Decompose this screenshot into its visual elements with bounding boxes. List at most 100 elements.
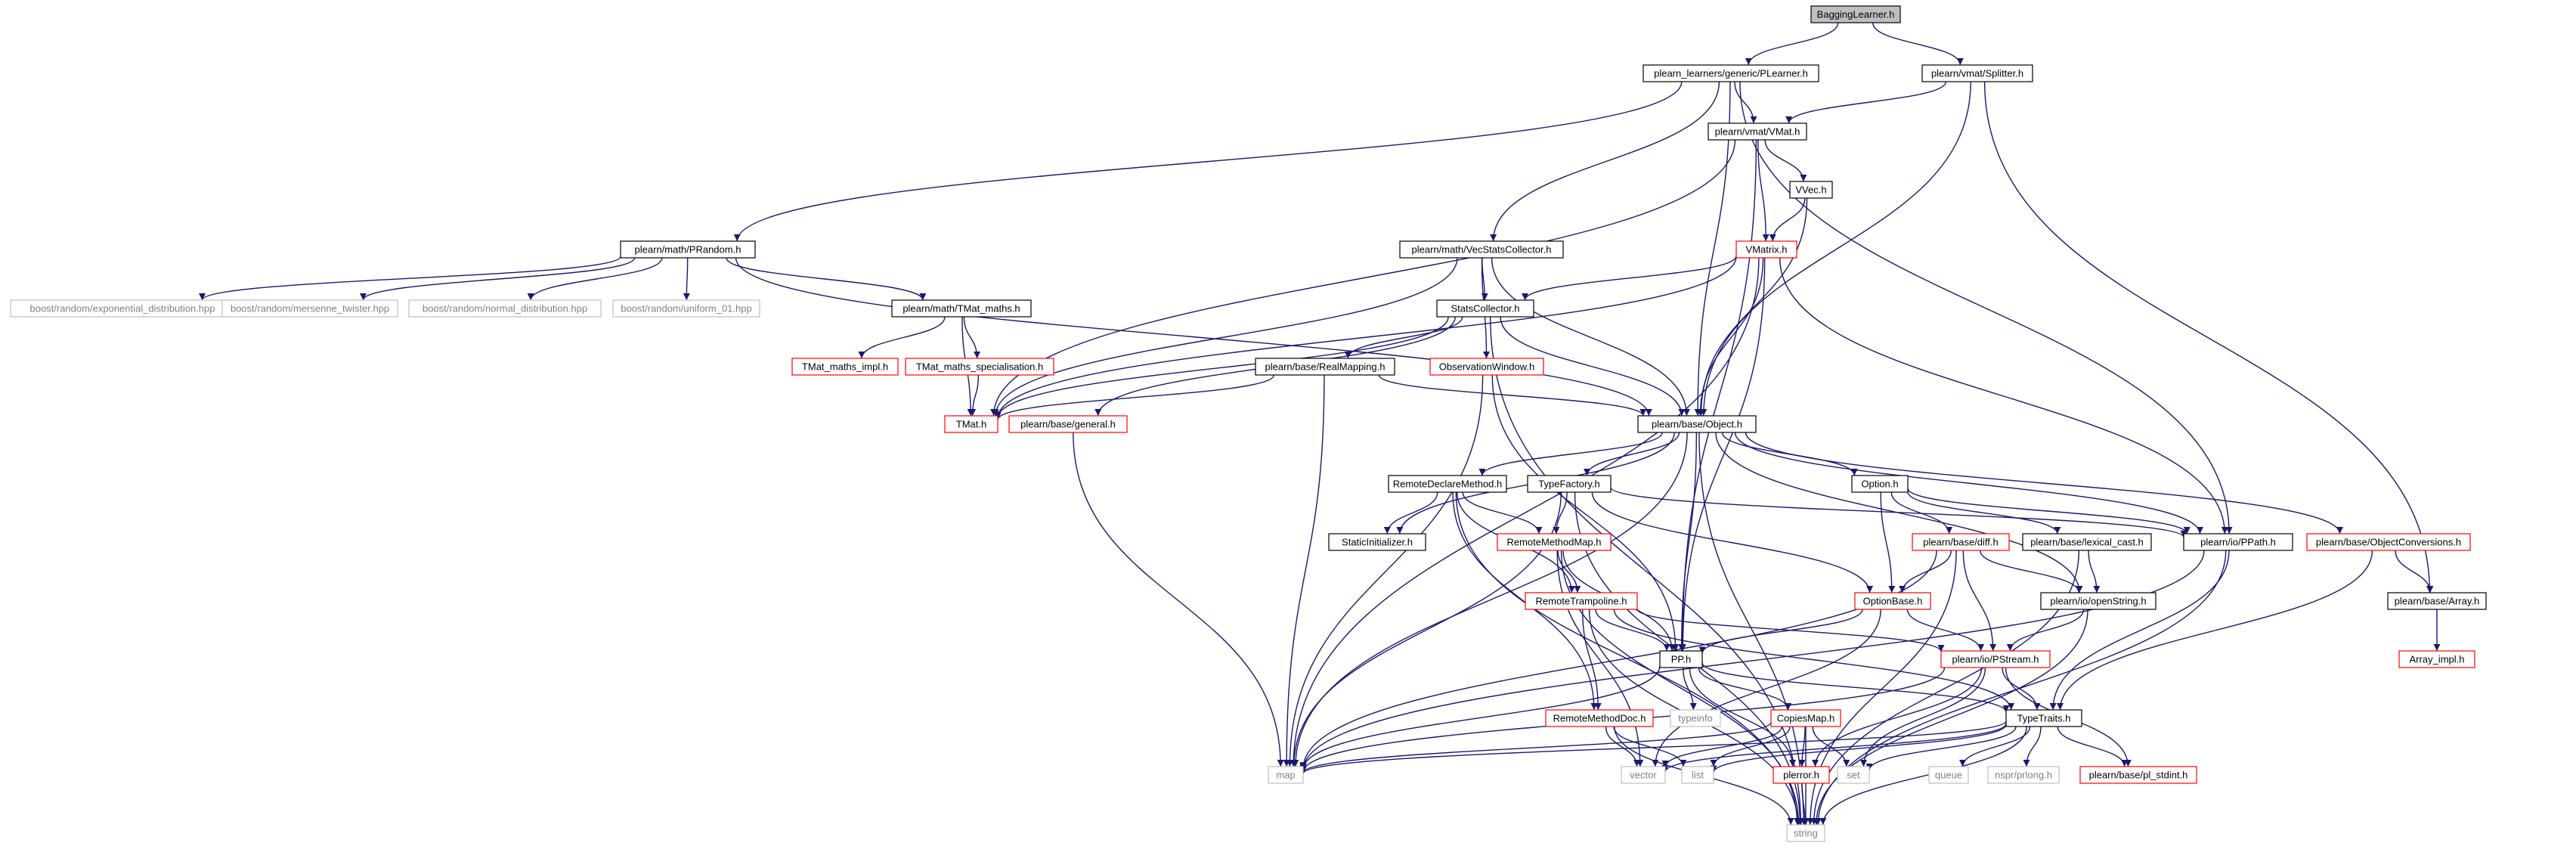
node-diff[interactable]: plearn/base/diff.h	[1912, 533, 2010, 551]
node-bagging[interactable]: BaggingLearner.h	[1810, 5, 1901, 23]
edge-plearner-to-ppath	[1739, 81, 2233, 534]
node-vecstats[interactable]: plearn/math/VecStatsCollector.h	[1399, 240, 1564, 259]
edge-typefactory-to-ppath	[1610, 487, 2187, 538]
node-tmat[interactable]: TMat.h	[944, 415, 999, 433]
node-obswin[interactable]: ObservationWindow.h	[1429, 358, 1544, 376]
node-lexcast[interactable]: plearn/base/lexical_cast.h	[2022, 533, 2152, 551]
node-staticinit[interactable]: StaticInitializer.h	[1328, 533, 1426, 551]
node-box	[2306, 533, 2471, 551]
node-box	[2079, 766, 2197, 784]
node-typefactory[interactable]: TypeFactory.h	[1527, 475, 1612, 493]
edge-obswin-to-map	[1286, 374, 1484, 767]
node-vector: vector	[1621, 766, 1666, 784]
node-splitter[interactable]: plearn/vmat/Splitter.h	[1921, 64, 2033, 82]
node-label: plearn/base/Array.h	[2395, 595, 2480, 606]
node-remdecl[interactable]: RemoteDeclareMethod.h	[1388, 475, 1507, 493]
edge-vecstats-to-tmat	[992, 257, 1458, 417]
node-box	[1670, 709, 1721, 727]
node-box	[1545, 709, 1654, 727]
node-openstring[interactable]: plearn/io/openString.h	[2040, 592, 2156, 610]
node-label: plearn/vmat/VMat.h	[1715, 125, 1800, 137]
edge-vmatrix-to-pp	[1679, 257, 1766, 652]
node-box	[1388, 475, 1507, 493]
node-prandom[interactable]: plearn/math/PRandom.h	[620, 240, 756, 259]
node-pstream[interactable]: plearn/io/PStream.h	[1940, 650, 2051, 668]
node-option[interactable]: Option.h	[1851, 475, 1909, 493]
node-box	[1928, 766, 1969, 784]
node-remmethmap[interactable]: RemoteMethodMap.h	[1497, 533, 1612, 551]
node-box	[1399, 240, 1564, 259]
edge-general-to-map	[1073, 432, 1284, 767]
node-objconv[interactable]: plearn/base/ObjectConversions.h	[2306, 533, 2471, 551]
node-label: RemoteMethodDoc.h	[1553, 712, 1646, 724]
edge-objconv-to-array	[2395, 550, 2434, 593]
node-general[interactable]: plearn/base/general.h	[1008, 415, 1128, 433]
node-label: plearn/io/openString.h	[2050, 595, 2146, 606]
edge-vvec-to-vmatrix	[1769, 197, 1806, 242]
node-typetraits[interactable]: TypeTraits.h	[2005, 709, 2082, 727]
edge-pstream-to-typetraits	[2002, 667, 2041, 711]
node-arrayimpl[interactable]: Array_impl.h	[2398, 650, 2475, 668]
node-plstdint[interactable]: plearn/base/pl_stdint.h	[2079, 766, 2197, 784]
edge-copiesmap-to-list	[1710, 726, 1791, 767]
edge-realmap-to-object	[1378, 374, 1647, 417]
edge-object-to-typefactory	[1584, 432, 1680, 476]
node-box	[408, 299, 602, 318]
node-ppath[interactable]: plearn/io/PPath.h	[2183, 533, 2293, 551]
node-plearner[interactable]: plearn_learners/generic/PLearner.h	[1643, 64, 1819, 82]
node-box	[1497, 533, 1612, 551]
node-plerror[interactable]: plerror.h	[1773, 766, 1830, 784]
node-label: string	[1794, 827, 1818, 838]
edge-openstring-to-pstream	[2006, 609, 2085, 652]
node-string: string	[1786, 824, 1825, 842]
node-box	[1436, 299, 1534, 318]
node-label: plearn/vmat/Splitter.h	[1931, 67, 2023, 79]
node-copiesmap[interactable]: CopiesMap.h	[1770, 709, 1841, 727]
node-optionbase[interactable]: OptionBase.h	[1854, 592, 1931, 610]
edge-option-to-lexcast	[1907, 491, 2061, 534]
edge-objconv-to-typetraits	[2057, 550, 2373, 711]
node-box	[2022, 533, 2152, 551]
edge-statscoll-to-object	[1500, 316, 1686, 417]
edge-pp-to-typeinfo	[1683, 667, 1697, 711]
edge-remmethdoc-to-list	[1613, 726, 1687, 767]
node-vmatrix[interactable]: VMatrix.h	[1735, 240, 1797, 259]
node-label: BaggingLearner.h	[1817, 8, 1895, 20]
node-tmatimpl[interactable]: TMat_maths_impl.h	[791, 358, 899, 376]
node-object[interactable]: plearn/base/Object.h	[1637, 415, 1757, 433]
edge-tmatmaths-to-tmatspec	[963, 316, 981, 359]
node-pp[interactable]: PP.h	[1659, 650, 1703, 668]
edge-vmatrix-to-map	[1290, 257, 1760, 767]
edge-optionbase-to-pp	[1698, 609, 1863, 654]
node-box	[1328, 533, 1426, 551]
node-array[interactable]: plearn/base/Array.h	[2387, 592, 2487, 610]
node-vvec[interactable]: VVec.h	[1789, 181, 1833, 199]
edge-realmap-to-map	[1283, 374, 1325, 767]
node-box	[2398, 650, 2475, 668]
node-label: StaticInitializer.h	[1342, 536, 1413, 547]
node-label: PP.h	[1671, 653, 1692, 665]
node-remmethdoc[interactable]: RemoteMethodDoc.h	[1545, 709, 1654, 727]
edge-remmethdoc-to-vector	[1605, 726, 1640, 767]
node-realmap[interactable]: plearn/base/RealMapping.h	[1255, 358, 1395, 376]
edge-copiesmap-to-vector	[1661, 726, 1783, 768]
node-box	[1837, 766, 1870, 784]
edge-plerror-to-string	[1801, 782, 1809, 826]
node-box	[1912, 533, 2010, 551]
node-box	[1681, 766, 1714, 784]
node-box	[1429, 358, 1544, 376]
edge-object-to-ppath	[1734, 432, 2203, 534]
node-tmatspec[interactable]: TMat_maths_specialisation.h	[905, 358, 1054, 376]
node-vmat[interactable]: plearn/vmat/VMat.h	[1708, 122, 1807, 141]
node-remtramp[interactable]: RemoteTrampoline.h	[1525, 592, 1638, 610]
node-label: TypeFactory.h	[1538, 478, 1599, 489]
edge-plearner-to-vmat	[1734, 81, 1757, 124]
node-label: plearn/base/pl_stdint.h	[2089, 769, 2188, 780]
edge-object-to-remdecl	[1478, 432, 1663, 476]
edge-bagging-to-plearner	[1745, 22, 1839, 66]
node-statscoll[interactable]: StatsCollector.h	[1436, 299, 1534, 318]
node-tmatmaths[interactable]: plearn/math/TMat_maths.h	[891, 299, 1032, 318]
node-label: plerror.h	[1783, 769, 1819, 780]
edge-vmat-to-pp	[1679, 139, 1757, 652]
